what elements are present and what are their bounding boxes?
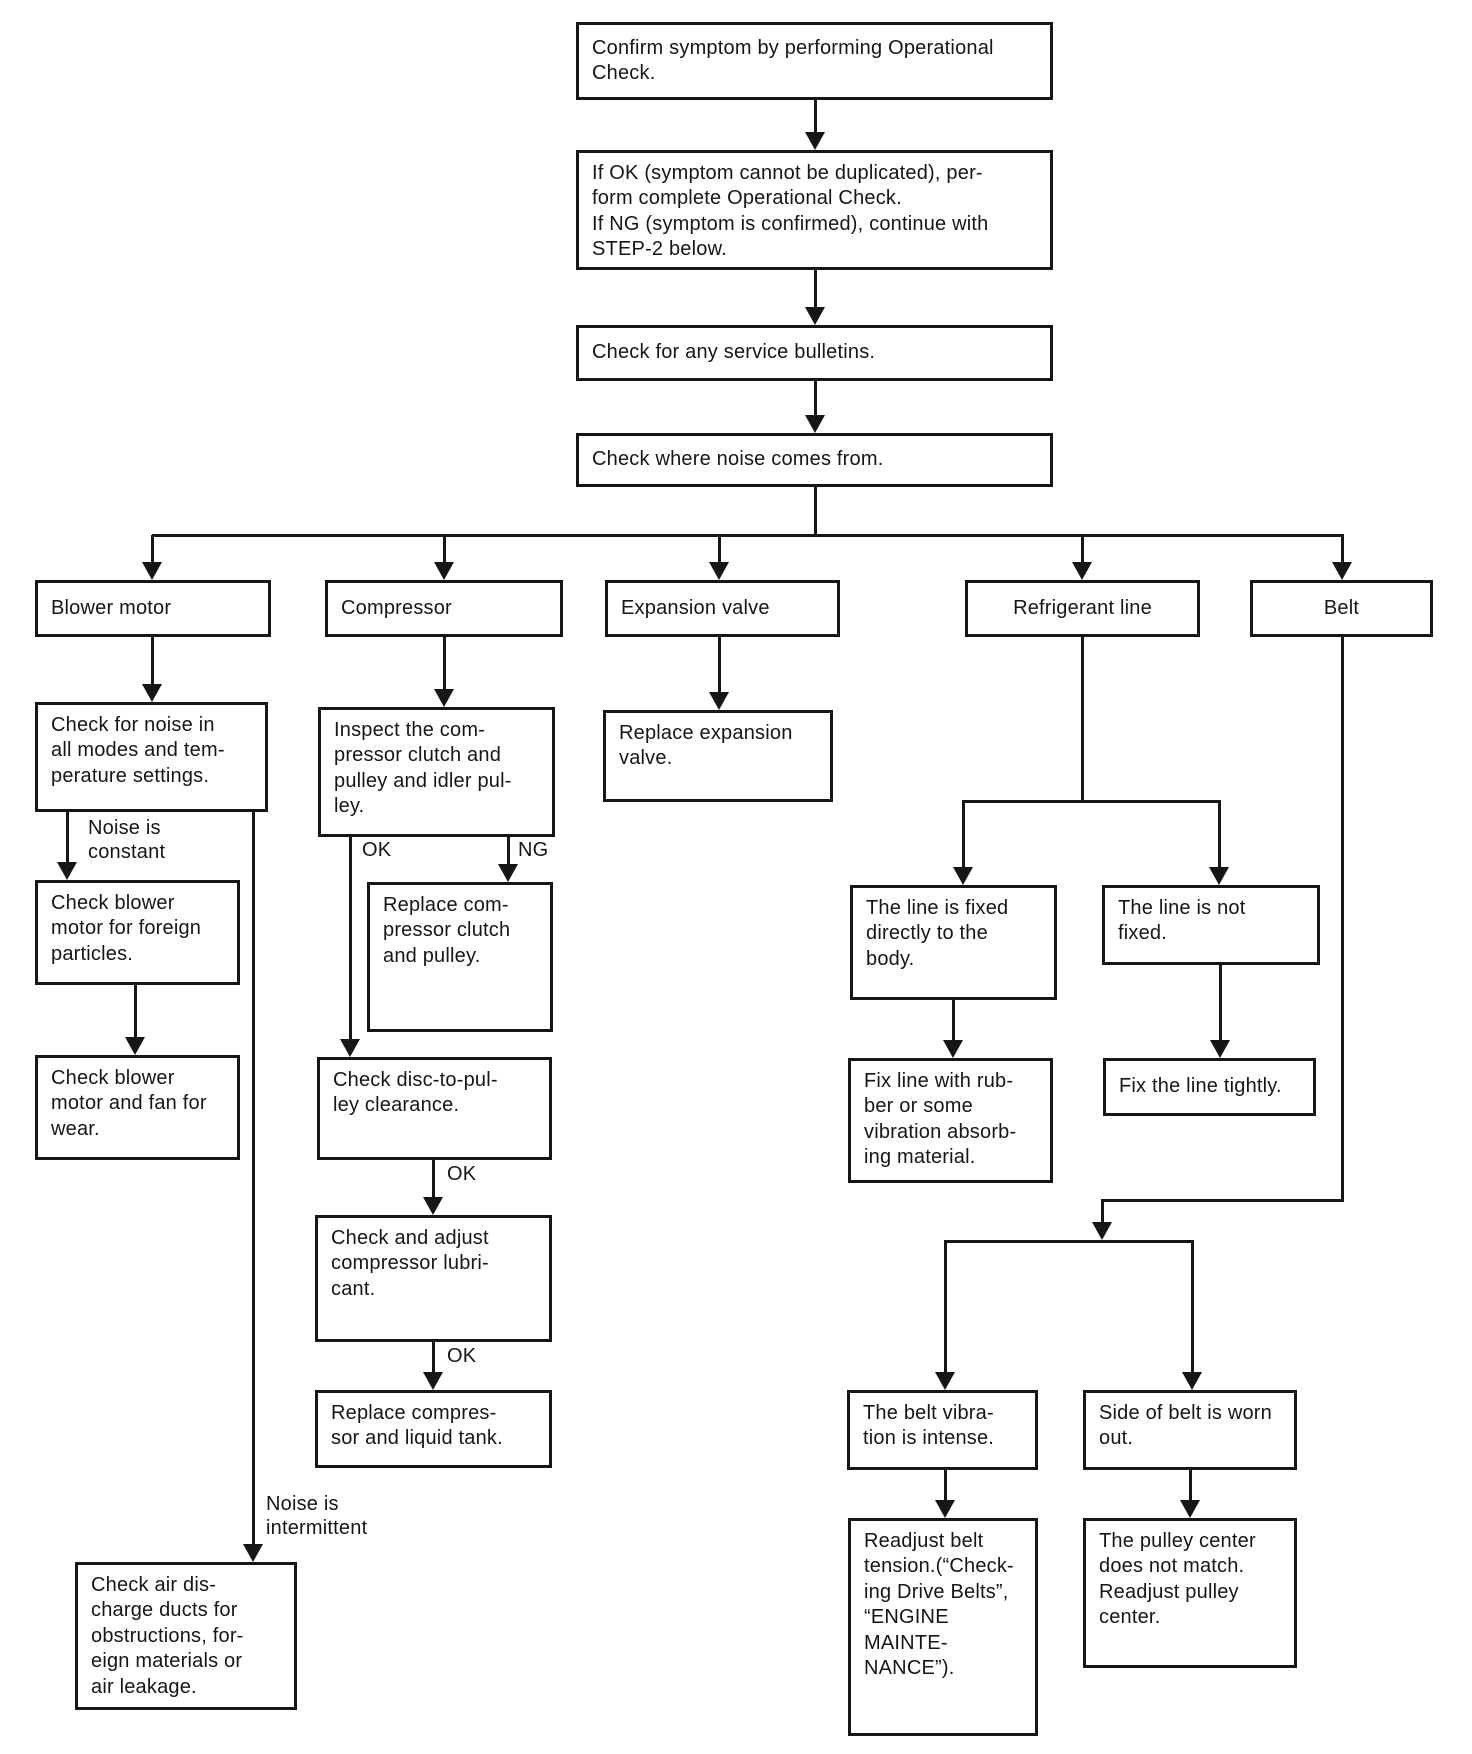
connector-line — [963, 800, 1221, 803]
edge-label-noise-intermittent: Noise is intermittent — [266, 1493, 368, 1539]
connector-line — [1189, 1470, 1192, 1502]
arrowhead-down — [340, 1039, 360, 1057]
connector-line — [1102, 1199, 1344, 1202]
distributor-line — [152, 534, 1344, 537]
connector-line — [1101, 1199, 1104, 1224]
arrowhead-down — [1210, 1040, 1230, 1058]
node-branch-refrigerant-line: Refrigerant line — [965, 580, 1200, 637]
arrowhead-down — [1180, 1500, 1200, 1518]
node-branch-compressor: Compressor — [325, 580, 563, 637]
arrowhead-down — [243, 1544, 263, 1562]
connector-line — [944, 1240, 947, 1374]
arrowhead-down — [434, 689, 454, 707]
connector-line — [814, 100, 817, 134]
node-confirm-symptom: Confirm symptom by performing Operationa… — [576, 22, 1053, 100]
edge-label-ng-inspect: NG — [518, 839, 549, 861]
connector-line — [814, 487, 817, 537]
node-replace-clutch-pulley: Replace com- pressor clutch and pulley. — [367, 882, 553, 1032]
node-check-noise-modes: Check for noise in all modes and tem- pe… — [35, 702, 268, 812]
arrowhead-down — [1092, 1222, 1112, 1240]
arrowhead-down — [142, 684, 162, 702]
arrowhead-down — [805, 307, 825, 325]
connector-line — [1218, 800, 1221, 869]
connector-line — [952, 1000, 955, 1042]
connector-line — [814, 270, 817, 309]
node-blower-fan-wear: Check blower motor and fan for wear. — [35, 1055, 240, 1160]
arrowhead-down — [953, 867, 973, 885]
connector-line — [718, 535, 721, 564]
arrowhead-down — [142, 562, 162, 580]
node-replace-compressor-tank: Replace compres- sor and liquid tank. — [315, 1390, 552, 1468]
connector-line — [1191, 1240, 1194, 1374]
arrowhead-down — [805, 415, 825, 433]
edge-label-ok-inspect: OK — [362, 839, 392, 861]
arrowhead-down — [805, 132, 825, 150]
arrowhead-down — [943, 1040, 963, 1058]
node-compressor-lubricant: Check and adjust compressor lubri- cant. — [315, 1215, 552, 1342]
connector-line — [443, 637, 446, 691]
connector-line — [1341, 535, 1344, 564]
node-branch-expansion-valve: Expansion valve — [605, 580, 840, 637]
connector-line — [252, 812, 255, 1546]
node-replace-expansion-valve: Replace expansion valve. — [603, 710, 833, 802]
arrowhead-down — [125, 1037, 145, 1055]
connector-line — [1341, 637, 1344, 1202]
edge-label-noise-constant: Noise is constant — [88, 817, 166, 863]
connector-line — [945, 1240, 1194, 1243]
node-blower-foreign-particles: Check blower motor for foreign particles… — [35, 880, 240, 985]
arrowhead-down — [434, 562, 454, 580]
connector-line — [151, 637, 154, 686]
node-fix-line-rubber: Fix line with rub- ber or some vibration… — [848, 1058, 1053, 1183]
node-readjust-pulley-center: The pulley center does not match. Readju… — [1083, 1518, 1297, 1668]
connector-line — [507, 837, 510, 866]
connector-line — [814, 381, 817, 417]
node-line-not-fixed: The line is not fixed. — [1102, 885, 1320, 965]
arrowhead-down — [423, 1197, 443, 1215]
node-air-discharge-ducts: Check air dis- charge ducts for obstruct… — [75, 1562, 297, 1710]
connector-line — [66, 812, 69, 864]
arrowhead-down — [498, 864, 518, 882]
connector-line — [962, 800, 965, 869]
connector-line — [349, 837, 352, 1041]
node-service-bulletins: Check for any service bulletins. — [576, 325, 1053, 381]
connector-line — [134, 985, 137, 1039]
arrowhead-down — [1209, 867, 1229, 885]
arrowhead-down — [1072, 562, 1092, 580]
node-belt-vibration-intense: The belt vibra- tion is intense. — [847, 1390, 1038, 1470]
connector-line — [1219, 965, 1222, 1042]
edge-label-ok-lubricant: OK — [447, 1345, 477, 1367]
node-disc-to-pulley-clearance: Check disc-to-pul- ley clearance. — [317, 1057, 552, 1160]
connector-line — [1081, 535, 1084, 564]
connector-line — [432, 1160, 435, 1199]
connector-line — [443, 535, 446, 564]
node-branch-belt: Belt — [1250, 580, 1433, 637]
node-if-ok-if-ng: If OK (symptom cannot be duplicated), pe… — [576, 150, 1053, 270]
arrowhead-down — [709, 692, 729, 710]
arrowhead-down — [423, 1372, 443, 1390]
connector-line — [432, 1342, 435, 1374]
node-readjust-belt-tension: Readjust belt tension.(“Check- ing Drive… — [848, 1518, 1038, 1736]
arrowhead-down — [1182, 1372, 1202, 1390]
node-fix-line-tightly: Fix the line tightly. — [1103, 1058, 1316, 1116]
node-belt-side-worn: Side of belt is worn out. — [1083, 1390, 1297, 1470]
edge-label-ok-clearance: OK — [447, 1163, 477, 1185]
connector-line — [151, 535, 154, 564]
node-where-noise: Check where noise comes from. — [576, 433, 1053, 487]
arrowhead-down — [935, 1372, 955, 1390]
arrowhead-down — [57, 862, 77, 880]
connector-line — [1081, 637, 1084, 803]
node-branch-blower-motor: Blower motor — [35, 580, 271, 637]
arrowhead-down — [935, 1500, 955, 1518]
arrowhead-down — [709, 562, 729, 580]
arrowhead-down — [1332, 562, 1352, 580]
connector-line — [944, 1470, 947, 1502]
node-line-fixed-to-body: The line is fixed directly to the body. — [850, 885, 1057, 1000]
connector-line — [718, 637, 721, 694]
node-inspect-clutch-pulley: Inspect the com- pressor clutch and pull… — [318, 707, 555, 837]
